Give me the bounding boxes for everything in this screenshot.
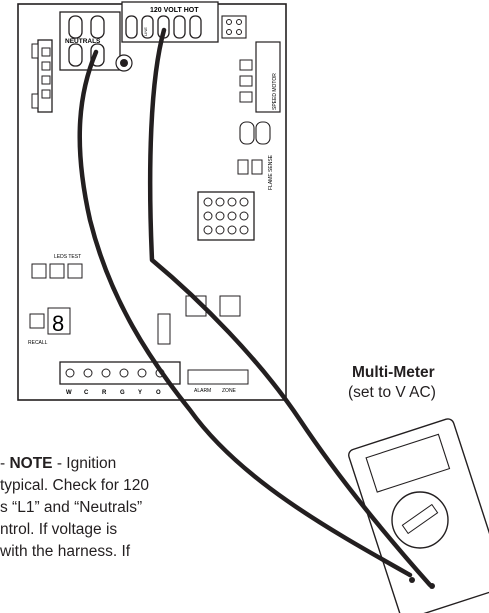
note-line-4: ntrol. If voltage is: [0, 521, 118, 538]
terminal-w: W: [66, 390, 72, 396]
note-line-5: with the harness. If: [0, 543, 131, 560]
hot-header-label: 120 VOLT HOT: [150, 7, 199, 14]
speed-motor-label: SPEED MOTOR: [272, 73, 278, 110]
alarm-zone-connector: ALARM ZONE: [187, 369, 249, 394]
hot-label-line: LINE: [143, 27, 148, 36]
note-line-3: s “L1” and “Neutrals”: [0, 499, 143, 516]
note-line1-rest: - Ignition: [52, 455, 117, 472]
meter-subtitle: (set to V AC): [348, 384, 436, 401]
seven-segment-digit: 8: [52, 311, 64, 336]
left-connector: [31, 39, 53, 113]
park-connector: [221, 15, 247, 39]
terminal-g: G: [120, 390, 125, 396]
terminal-c: C: [84, 390, 89, 396]
note-bold: NOTE: [9, 455, 53, 472]
neutrals-terminal-block: NEUTRALS: [59, 11, 121, 71]
led-test-buttons: LEDS TEST: [31, 254, 83, 279]
terminal-o: O: [156, 390, 161, 396]
meter-title: Multi-Meter: [352, 364, 435, 381]
note-prefix: -: [0, 455, 10, 472]
neutral-probe-wire: [77, 49, 413, 578]
motor-connector: SPEED MOTOR: [239, 41, 281, 145]
terminal-y: Y: [138, 390, 142, 396]
hot-terminal-block: 120 VOLT HOT LINE: [121, 1, 219, 43]
flame-sense-label: FLAME SENSE: [268, 154, 274, 190]
zone-label: ZONE: [222, 388, 237, 394]
probe-wires: [77, 27, 433, 588]
flame-sense-terminal: FLAME SENSE: [237, 154, 274, 190]
fuse-component: [115, 54, 133, 72]
recall-label: RECALL: [28, 340, 48, 346]
led-test-label: LEDS TEST: [54, 254, 81, 260]
note-line-2: typical. Check for 120: [0, 477, 150, 494]
terminal-r: R: [102, 390, 107, 396]
seven-segment-display: 8 RECALL: [28, 307, 71, 346]
alarm-label: ALARM: [194, 388, 211, 394]
hot-probe-wire: [147, 27, 433, 588]
multimeter: [348, 418, 489, 613]
main-harness-connector: [197, 191, 255, 241]
note-line-1: - NOTE - Ignition: [0, 455, 116, 473]
neutrals-label: NEUTRALS: [65, 38, 101, 45]
